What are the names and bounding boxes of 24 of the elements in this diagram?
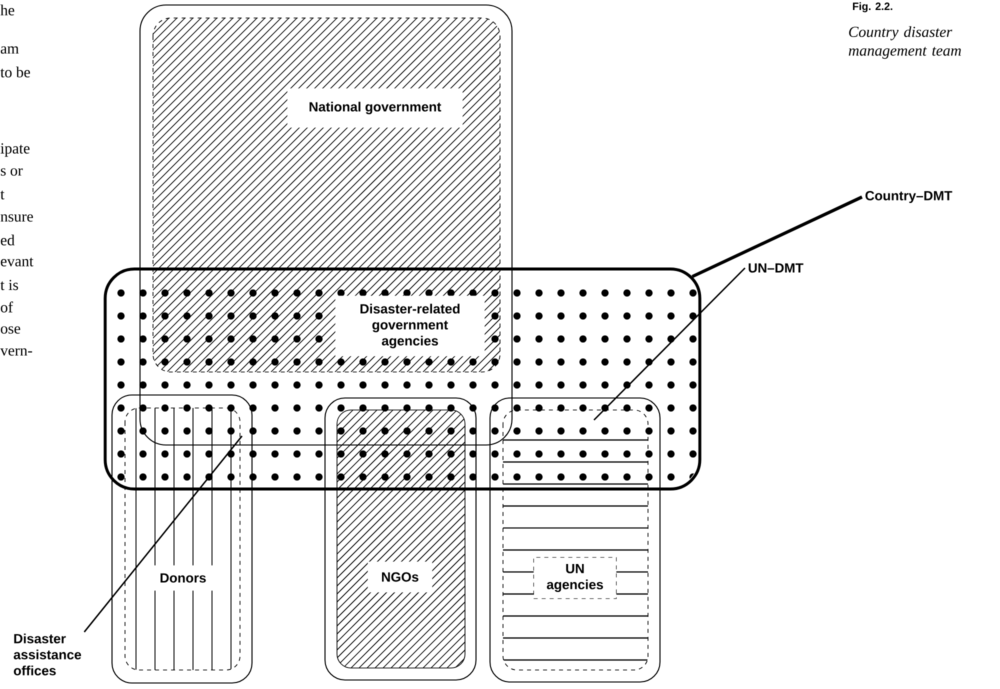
callout-text: Disaster assistance offices	[14, 634, 82, 676]
body-text: of	[0, 302, 14, 312]
body-text: ed	[0, 234, 15, 246]
body-text: s or	[0, 168, 23, 176]
body-text: evant	[0, 258, 34, 266]
agency-box: Disaster-related government agencies	[335, 296, 485, 356]
body-text: am	[0, 46, 19, 54]
leader-line	[692, 196, 863, 278]
body-text: ipate	[0, 143, 30, 157]
body-text: ose	[0, 326, 20, 334]
node-label: Disaster-related government agencies	[360, 304, 460, 348]
body-text: to be	[0, 66, 30, 78]
figure-caption: Country disaster management team	[848, 26, 961, 59]
column-box: NGOs	[324, 397, 477, 681]
body-text: t	[0, 190, 4, 200]
callout-text: Country–DMT	[865, 190, 952, 204]
team-band	[104, 268, 702, 490]
body-text: nsure	[0, 214, 33, 222]
body-text: vern-	[0, 348, 32, 356]
figure-number: Fig. 2.2.	[852, 2, 892, 12]
body-text: he	[0, 4, 14, 16]
leader-line	[84, 436, 243, 632]
leader-line	[593, 267, 746, 421]
body-text: t is	[0, 280, 18, 290]
